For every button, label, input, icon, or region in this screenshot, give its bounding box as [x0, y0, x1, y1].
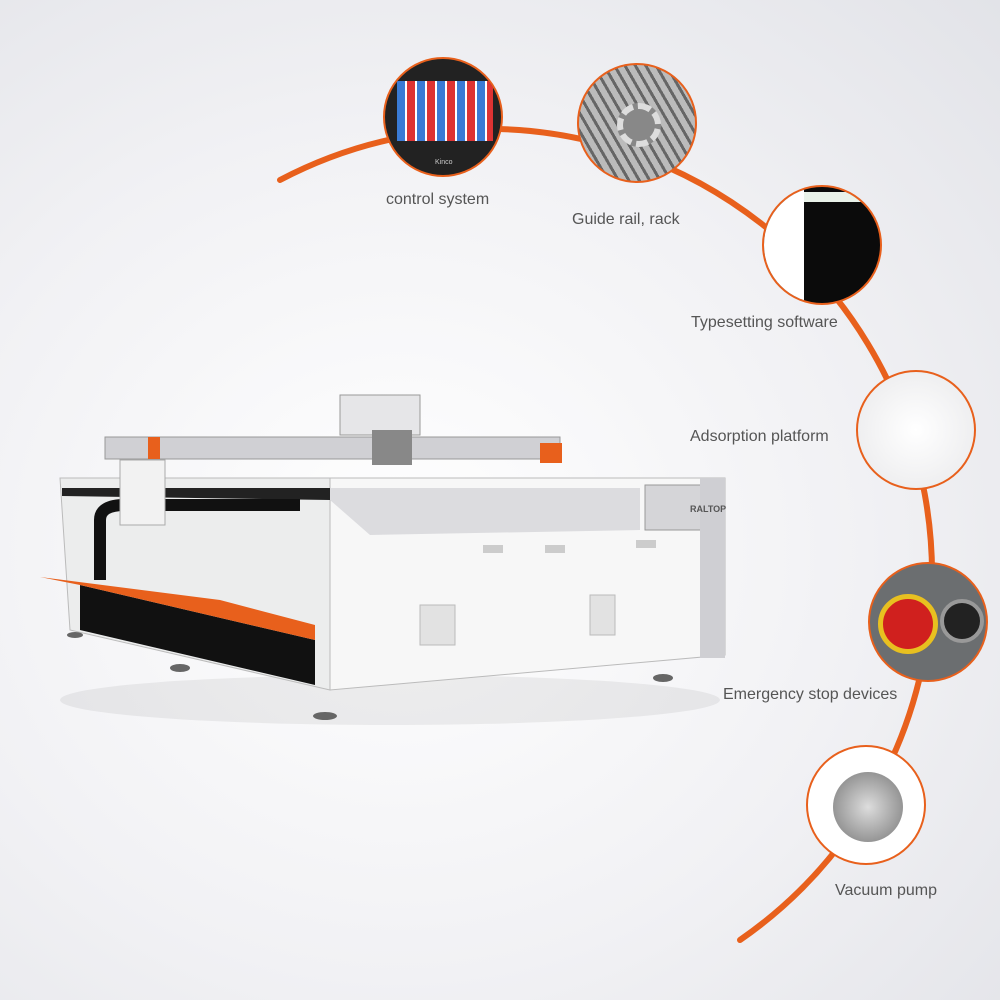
panel-brand: Kinco	[435, 159, 453, 166]
emergency-stop-image	[868, 562, 988, 682]
guide-rail-image	[577, 63, 697, 183]
machine-logo: RALTOP	[690, 504, 726, 514]
feature-label-control-system: control system	[386, 191, 490, 208]
adsorption-platform-image	[856, 370, 976, 490]
control-system-image: Kinco	[383, 57, 503, 177]
cutting-machine	[40, 394, 726, 725]
feature-label-typesetting-software: Typesetting software	[691, 314, 838, 331]
typesetting-software-image	[762, 185, 882, 305]
feature-label-emergency-stop: Emergency stop devices	[723, 686, 898, 703]
feature-label-adsorption-platform: Adsorption platform	[690, 428, 829, 445]
vacuum-pump-image	[806, 745, 926, 865]
feature-label-vacuum-pump: Vacuum pump	[835, 882, 937, 899]
feature-label-guide-rail: Guide rail, rack	[572, 211, 680, 228]
